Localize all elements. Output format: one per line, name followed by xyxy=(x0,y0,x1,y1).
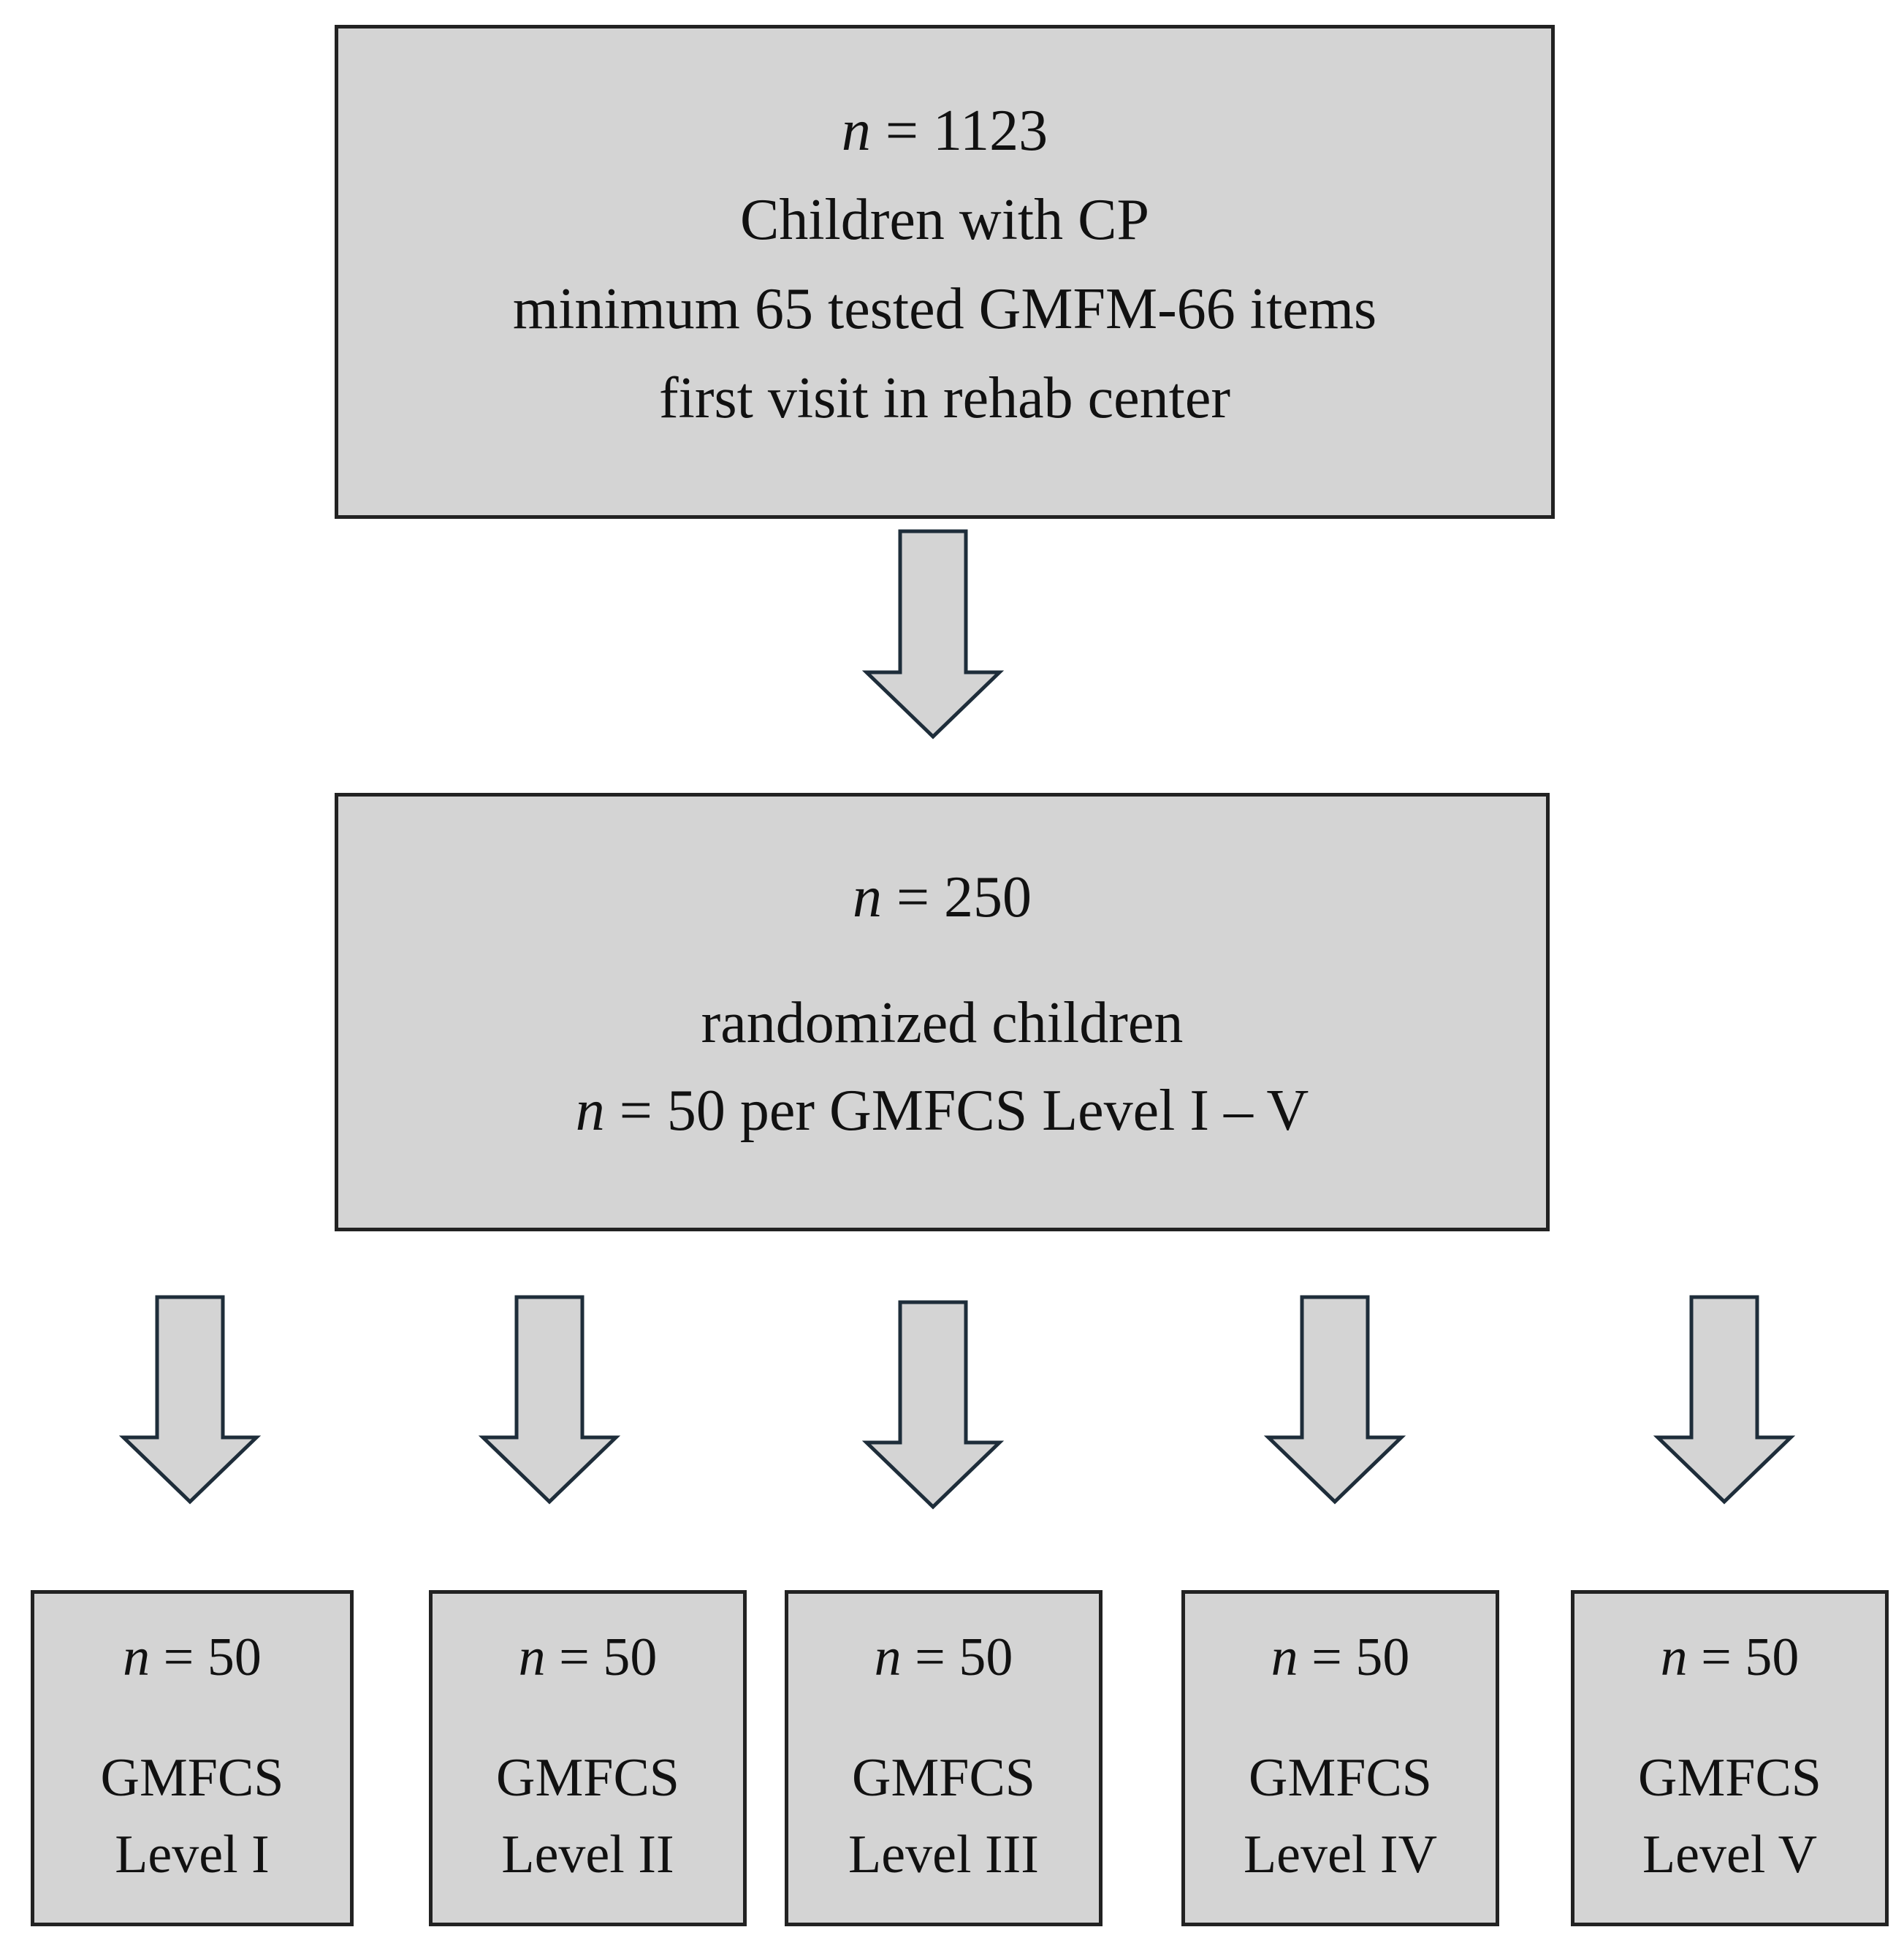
level-label: Level II xyxy=(501,1825,674,1885)
inclusion-criterion: minimum 65 tested GMFM-66 items xyxy=(512,277,1377,341)
n-symbol: n xyxy=(1271,1627,1298,1687)
level-box-1: n = 50 GMFCS Level I xyxy=(31,1590,354,1926)
n-symbol: n xyxy=(1660,1627,1688,1687)
arrow-down-icon xyxy=(118,1295,262,1505)
per-level-count: n = 50 per GMFCS Level I – V xyxy=(338,1082,1546,1140)
level-count: n = 50 xyxy=(34,1630,350,1684)
randomized-description: randomized children xyxy=(701,991,1184,1055)
n-symbol: n xyxy=(874,1627,902,1687)
n-value: = 50 xyxy=(1701,1627,1800,1687)
n-value: = 50 xyxy=(1311,1627,1410,1687)
level-system: GMFCS xyxy=(1638,1748,1821,1808)
level-label: Level I xyxy=(115,1825,270,1885)
level-count: n = 50 xyxy=(1574,1630,1885,1684)
level-system: GMFCS xyxy=(100,1748,284,1808)
level-label: Level IV xyxy=(1243,1825,1438,1885)
randomized-box: n = 250 randomized children n = 50 per G… xyxy=(335,793,1550,1231)
per-level-text: = 50 per GMFCS Level I – V xyxy=(619,1079,1309,1143)
level-count: n = 50 xyxy=(433,1630,743,1684)
level-box-5: n = 50 GMFCS Level V xyxy=(1571,1590,1889,1926)
n-symbol: n xyxy=(852,865,882,930)
n-value: = 50 xyxy=(163,1627,262,1687)
level-system: GMFCS xyxy=(1249,1748,1432,1808)
arrow-down-icon xyxy=(1263,1295,1406,1505)
randomized-count: n = 250 xyxy=(338,868,1546,927)
arrow-down-icon xyxy=(861,1300,1005,1510)
cohort-count: n = 1123 xyxy=(338,102,1551,160)
n-symbol: n xyxy=(123,1627,151,1687)
level-count: n = 50 xyxy=(788,1630,1099,1684)
cohort-box: n = 1123 Children with CP minimum 65 tes… xyxy=(335,25,1555,519)
arrow-down-icon xyxy=(861,529,1005,740)
n-symbol: n xyxy=(841,99,871,163)
arrow-down-icon xyxy=(478,1295,621,1505)
visit-criterion: first visit in rehab center xyxy=(659,366,1230,430)
n-symbol: n xyxy=(575,1079,605,1143)
level-box-4: n = 50 GMFCS Level IV xyxy=(1181,1590,1499,1926)
n-symbol: n xyxy=(518,1627,546,1687)
n-value: = 50 xyxy=(915,1627,1013,1687)
level-system: GMFCS xyxy=(852,1748,1035,1808)
level-label: Level V xyxy=(1642,1825,1818,1885)
n-value: = 50 xyxy=(559,1627,658,1687)
cohort-description: Children with CP xyxy=(739,188,1150,252)
arrow-down-icon xyxy=(1653,1295,1796,1505)
level-box-2: n = 50 GMFCS Level II xyxy=(429,1590,747,1926)
level-box-3: n = 50 GMFCS Level III xyxy=(785,1590,1103,1926)
n-value: = 250 xyxy=(896,865,1032,930)
level-count: n = 50 xyxy=(1185,1630,1496,1684)
level-label: Level III xyxy=(848,1825,1039,1885)
level-system: GMFCS xyxy=(496,1748,679,1808)
n-value: = 1123 xyxy=(885,99,1048,163)
